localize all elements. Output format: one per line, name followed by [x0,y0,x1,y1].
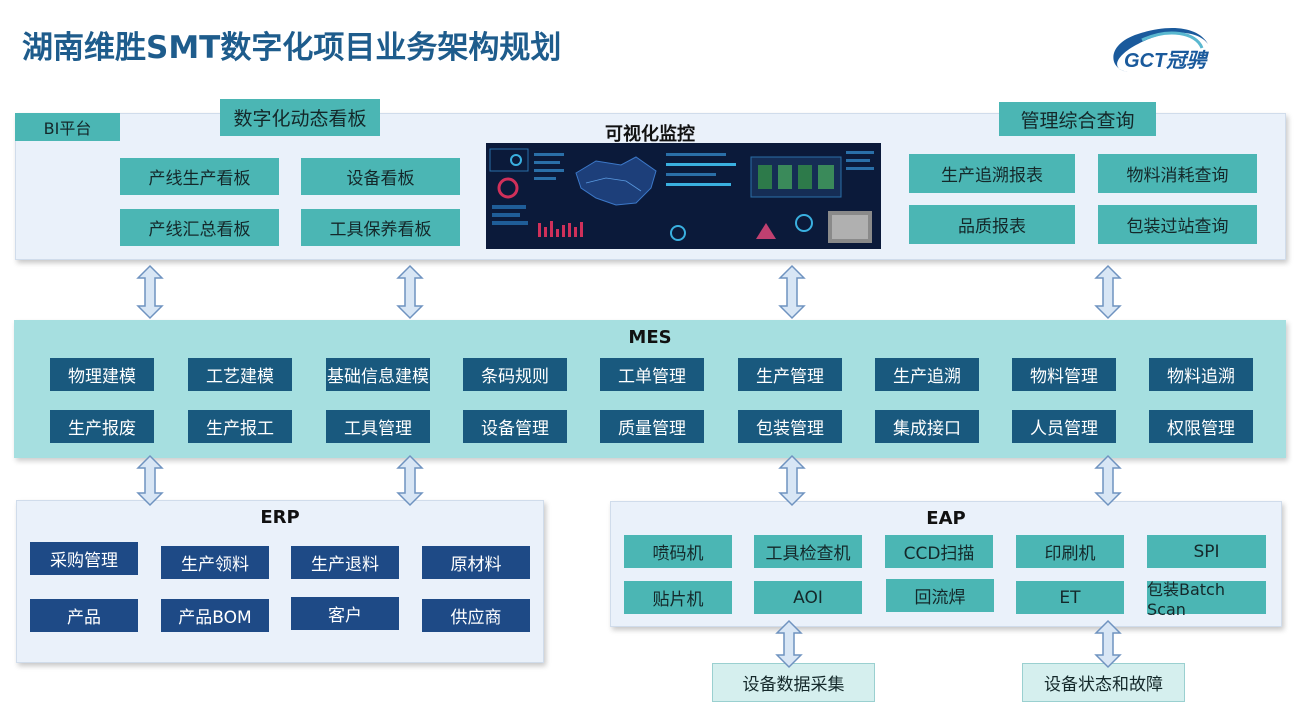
erp-module[interactable]: 生产退料 [291,546,399,579]
erp-module[interactable]: 供应商 [422,599,530,632]
monitor-label: 可视化监控 [605,124,695,145]
mes-module[interactable]: 设备管理 [463,410,567,443]
double-arrow-icon [1094,619,1122,669]
mes-module[interactable]: 物理建模 [50,358,154,391]
page-title: 湖南维胜SMT数字化项目业务架构规划 [22,30,562,66]
eap-module[interactable]: 贴片机 [624,581,732,614]
mes-module[interactable]: 生产报工 [188,410,292,443]
mes-module[interactable]: 生产管理 [738,358,842,391]
double-arrow-icon [136,454,164,507]
dashboard-item[interactable]: 设备看板 [301,158,460,195]
double-arrow-icon [775,619,803,669]
mes-module[interactable]: 包装管理 [738,410,842,443]
mes-module[interactable]: 工单管理 [600,358,704,391]
mes-module[interactable]: 工艺建模 [188,358,292,391]
double-arrow-icon [396,264,424,320]
query-item[interactable]: 品质报表 [909,205,1075,244]
mes-module[interactable]: 生产报废 [50,410,154,443]
gct-logo [1113,28,1208,72]
query-item[interactable]: 包装过站查询 [1098,205,1257,244]
eap-title: EAP [926,508,966,529]
erp-title: ERP [260,507,300,528]
double-arrow-icon [1094,454,1122,507]
mes-module[interactable]: 质量管理 [600,410,704,443]
erp-module[interactable]: 采购管理 [30,542,138,575]
bi-platform-label: BI平台 [15,113,120,141]
query-item[interactable]: 物料消耗查询 [1098,154,1257,193]
monitoring-screenshot [486,143,881,249]
eap-module[interactable]: ET [1016,581,1124,614]
query-item[interactable]: 生产追溯报表 [909,154,1075,193]
double-arrow-icon [136,264,164,320]
mes-module[interactable]: 条码规则 [463,358,567,391]
eap-module[interactable]: AOI [754,581,862,614]
device-status-fault-box[interactable]: 设备状态和故障 [1022,663,1185,702]
eap-module[interactable]: SPI [1147,535,1266,568]
erp-module[interactable]: 原材料 [422,546,530,579]
dashboard-group-label: 数字化动态看板 [220,99,380,136]
mes-module[interactable]: 物料追溯 [1149,358,1253,391]
eap-module[interactable]: 工具检查机 [754,535,862,568]
mes-module[interactable]: 权限管理 [1149,410,1253,443]
mes-title: MES [628,327,672,348]
eap-module[interactable]: 包装Batch Scan [1147,580,1266,619]
erp-panel [16,500,544,663]
erp-module[interactable]: 生产领料 [161,546,269,579]
double-arrow-icon [778,264,806,320]
logo-text: GCT冠骋 [1124,50,1207,72]
eap-module[interactable]: 喷码机 [624,535,732,568]
dashboard-item[interactable]: 产线汇总看板 [120,209,279,246]
eap-module[interactable]: 回流焊 [886,579,994,612]
eap-module[interactable]: CCD扫描 [885,535,993,568]
double-arrow-icon [778,454,806,507]
mes-module[interactable]: 人员管理 [1012,410,1116,443]
erp-module[interactable]: 产品BOM [161,599,269,632]
mes-module[interactable]: 基础信息建模 [326,358,430,391]
mes-module[interactable]: 物料管理 [1012,358,1116,391]
dashboard-item[interactable]: 工具保养看板 [301,209,460,246]
mes-module[interactable]: 集成接口 [875,410,979,443]
monitoring-dashboard-graphic [486,143,881,249]
query-group-label: 管理综合查询 [999,102,1156,136]
mes-module[interactable]: 工具管理 [326,410,430,443]
erp-module[interactable]: 产品 [30,599,138,632]
mes-module[interactable]: 生产追溯 [875,358,979,391]
eap-module[interactable]: 印刷机 [1016,535,1124,568]
erp-module[interactable]: 客户 [291,597,399,630]
dashboard-item[interactable]: 产线生产看板 [120,158,279,195]
device-data-collection-box[interactable]: 设备数据采集 [712,663,875,702]
double-arrow-icon [396,454,424,507]
double-arrow-icon [1094,264,1122,320]
